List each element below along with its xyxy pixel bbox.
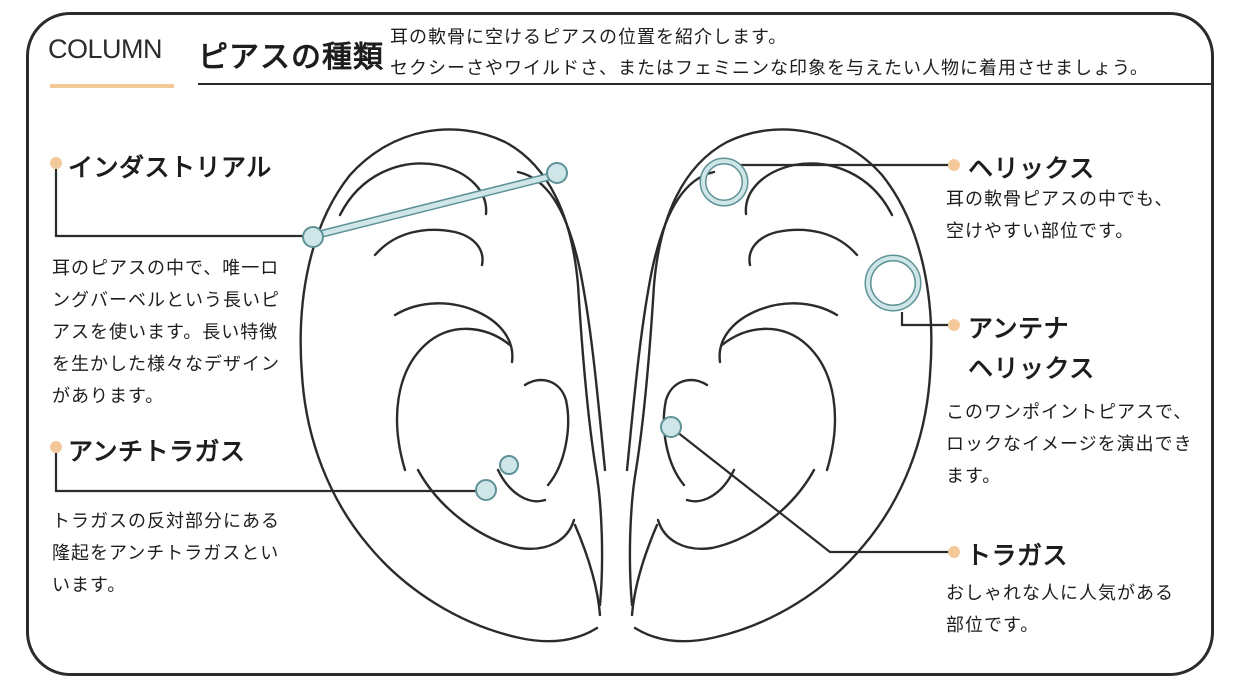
accent-dot-tragus bbox=[948, 546, 960, 558]
antenna-helix-ring bbox=[864, 254, 922, 312]
desc-helix: 耳の軟骨ピアスの中でも、 空けやすい部位です。 bbox=[946, 184, 1173, 248]
accent-dot-antenna-helix bbox=[948, 319, 960, 331]
label-antenna-helix: アンテナ ヘリックス bbox=[968, 309, 1095, 389]
label-industrial: インダストリアル bbox=[68, 153, 272, 182]
desc-line: を生かした様々なデザイン bbox=[52, 354, 280, 375]
column-frame bbox=[26, 12, 1214, 676]
desc-line: があります。 bbox=[52, 386, 165, 407]
desc-industrial: 耳のピアスの中で、唯一ロ ングバーベルという長いピ アスを使います。長い特徴 を… bbox=[52, 253, 280, 413]
left-ear-drawing bbox=[299, 128, 607, 643]
desc-line: 空けやすい部位です。 bbox=[946, 221, 1135, 242]
leader-anti-tragus bbox=[54, 446, 484, 493]
desc-line: アスを使います。長い特徴 bbox=[52, 322, 279, 343]
desc-line: 部位です。 bbox=[946, 615, 1040, 636]
column-label: COLUMN bbox=[48, 34, 163, 64]
desc-line: ます。 bbox=[946, 466, 1002, 487]
label-line: ヘリックス bbox=[968, 354, 1095, 383]
column-underline bbox=[50, 84, 174, 88]
label-anti-tragus: アンチトラガス bbox=[68, 437, 246, 466]
title-rule bbox=[198, 83, 1214, 85]
desc-line: います。 bbox=[52, 575, 127, 596]
desc-line: ロックなイメージを演出でき bbox=[946, 434, 1193, 455]
leader-tragus bbox=[671, 427, 952, 554]
desc-line: このワンポイントピアスで、 bbox=[946, 402, 1193, 423]
intro-text: 耳の軟骨に空けるピアスの位置を紹介します。 セクシーさやワイルドさ、またはフェミ… bbox=[390, 22, 1149, 84]
desc-antenna-helix: このワンポイントピアスで、 ロックなイメージを演出でき ます。 bbox=[946, 397, 1193, 493]
desc-line: ングバーベルという長いピ bbox=[52, 290, 280, 311]
industrial-barbell bbox=[302, 162, 568, 248]
desc-line: 隆起をアンチトラガスとい bbox=[52, 543, 280, 564]
desc-line: 耳のピアスの中で、唯一ロ bbox=[52, 258, 280, 279]
desc-line: 耳の軟骨ピアスの中でも、 bbox=[946, 189, 1174, 210]
leader-lines bbox=[54, 163, 952, 554]
label-tragus: トラガス bbox=[966, 541, 1069, 570]
desc-tragus: おしゃれな人に人気がある 部位です。 bbox=[946, 578, 1174, 642]
page-title: ピアスの種類 bbox=[198, 40, 384, 75]
helix-ring bbox=[699, 157, 749, 207]
accent-dots bbox=[50, 157, 960, 558]
leader-antenna-helix bbox=[900, 312, 952, 327]
leader-industrial bbox=[54, 168, 310, 238]
desc-line: トラガスの反対部分にある bbox=[52, 511, 280, 532]
desc-anti-tragus: トラガスの反対部分にある 隆起をアンチトラガスとい います。 bbox=[52, 506, 280, 602]
intro-line: セクシーさやワイルドさ、またはフェミニンな印象を与えたい人物に着用させましょう。 bbox=[390, 58, 1149, 79]
label-line: アンテナ bbox=[968, 314, 1070, 343]
desc-line: おしゃれな人に人気がある bbox=[946, 583, 1174, 604]
accent-dot-helix bbox=[948, 159, 960, 171]
anti-tragus-barbell bbox=[475, 455, 519, 501]
accent-dot-industrial bbox=[50, 157, 62, 169]
intro-line: 耳の軟骨に空けるピアスの位置を紹介します。 bbox=[390, 27, 788, 48]
tragus-stud bbox=[660, 416, 682, 438]
label-helix: ヘリックス bbox=[968, 154, 1095, 183]
right-ear-drawing bbox=[625, 128, 933, 643]
accent-dot-anti-tragus bbox=[50, 441, 62, 453]
